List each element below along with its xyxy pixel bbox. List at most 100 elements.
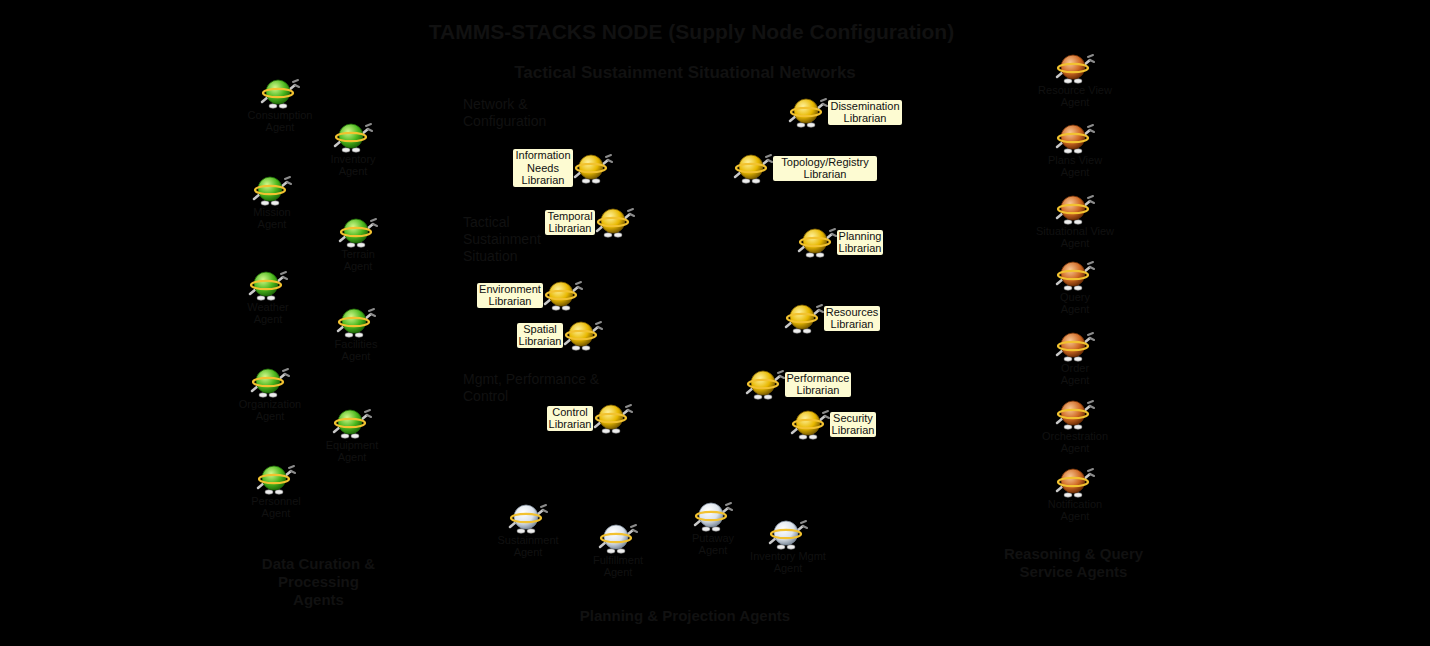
globe-link [675, 178, 731, 179]
network-link [627, 284, 720, 300]
network-link [610, 273, 621, 300]
icon-foot [1064, 219, 1072, 223]
network-link [607, 245, 745, 288]
network-link [635, 262, 650, 264]
network-link [622, 262, 650, 314]
librarian-node: Environment Librarian [477, 279, 583, 311]
icon-wrench [365, 410, 371, 417]
globe-light [707, 149, 709, 151]
network-link [610, 300, 759, 338]
icon-globe [549, 282, 573, 306]
network-link [583, 300, 610, 305]
agent-label: Inventory Agent [330, 153, 375, 178]
icon-globe [751, 371, 775, 395]
globe-light [691, 150, 693, 152]
agent-icon [745, 368, 785, 400]
globe-link [694, 119, 742, 166]
network-link [720, 298, 759, 300]
globe-link [682, 150, 695, 169]
icon-foot [617, 548, 625, 552]
circuit-trace [745, 410, 750, 420]
globe-light [661, 151, 663, 153]
icon-ring [339, 317, 369, 325]
icon-wrench [366, 124, 372, 131]
globe-light [660, 161, 661, 162]
globe-light [648, 122, 649, 123]
network-link [597, 262, 650, 290]
icon-wrench [766, 155, 772, 162]
globe-light [638, 135, 640, 137]
icon-ring [576, 164, 606, 172]
globe-link [703, 132, 715, 141]
circuit-chip [687, 400, 697, 408]
agent-node: Resource View Agent [1033, 52, 1118, 109]
network-link [603, 288, 745, 314]
circuit-trace [682, 398, 683, 406]
network-link [660, 240, 770, 248]
icon-wrench [801, 521, 807, 528]
icon-foot [357, 242, 365, 246]
network-link [637, 240, 660, 249]
globe-light [694, 149, 696, 151]
network-link [632, 296, 690, 320]
globe-light [719, 157, 720, 158]
network-hub [648, 260, 653, 265]
flow-arrow [1152, 219, 1213, 229]
circuit-pad [608, 396, 610, 398]
network-link [577, 262, 650, 313]
agent-label: Resources Librarian [824, 306, 881, 331]
network-link [694, 253, 745, 288]
icon-wrench [778, 371, 784, 378]
network-link [570, 303, 690, 320]
globe-light [726, 116, 728, 118]
globe-light [682, 120, 685, 123]
network-link [714, 223, 745, 288]
agent-icon [563, 319, 603, 351]
network-link [655, 320, 690, 342]
globe-light [672, 155, 674, 157]
circuit-trace [633, 403, 658, 409]
globe-light [698, 111, 700, 113]
icon-foot [702, 526, 710, 530]
circuit-pad [691, 389, 693, 391]
agent-icon [788, 96, 828, 128]
icon-ring [1058, 204, 1088, 212]
network-link [686, 300, 720, 340]
globe-light [735, 138, 736, 139]
circuit-pad [667, 391, 669, 393]
network-link [690, 275, 799, 320]
circuit-trace [757, 403, 759, 411]
globe-light [727, 134, 728, 135]
globe-light [701, 170, 703, 172]
icon-foot [1074, 424, 1082, 428]
network-link [650, 262, 757, 300]
agent-label: Notification Agent [1048, 498, 1102, 523]
icon-foot [582, 346, 590, 350]
network-link [650, 244, 680, 262]
icon-foot [806, 253, 814, 257]
network-link [690, 232, 762, 320]
icon-globe [796, 411, 820, 435]
globe-link [644, 133, 721, 151]
network-link [596, 262, 650, 315]
connector-line [405, 428, 457, 432]
network-link [610, 300, 745, 301]
icon-wrench [1088, 55, 1094, 62]
icon-foot [1074, 356, 1082, 360]
network-link [672, 234, 690, 320]
network-panel: Mgmt, Performance & ControlPerformance L… [457, 365, 919, 448]
network-illustration [560, 213, 810, 353]
network-link [690, 311, 714, 320]
network-link [647, 240, 720, 300]
icon-globe [599, 405, 623, 429]
network-link [662, 299, 690, 320]
network-link [660, 240, 800, 293]
network-link [610, 223, 716, 300]
icon-foot [602, 429, 610, 433]
agent-label: Environment Librarian [477, 283, 543, 308]
network-link [613, 240, 660, 241]
network-link [660, 238, 771, 240]
circuit-trace [670, 359, 683, 371]
globe-link [646, 139, 706, 181]
network-link [738, 288, 745, 328]
